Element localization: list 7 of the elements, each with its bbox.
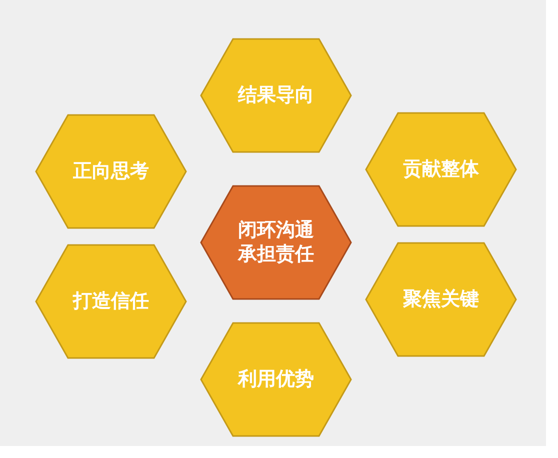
hexagon: 聚焦关键 <box>365 242 517 357</box>
hexagon: 正向思考 <box>35 114 187 229</box>
center-hexagon: 闭环沟通承担责任 <box>200 185 352 300</box>
hexagon: 贡献整体 <box>365 112 517 227</box>
hexagon: 打造信任 <box>35 244 187 359</box>
hexagon: 结果导向 <box>200 38 352 153</box>
hexagon: 利用优势 <box>200 322 352 437</box>
